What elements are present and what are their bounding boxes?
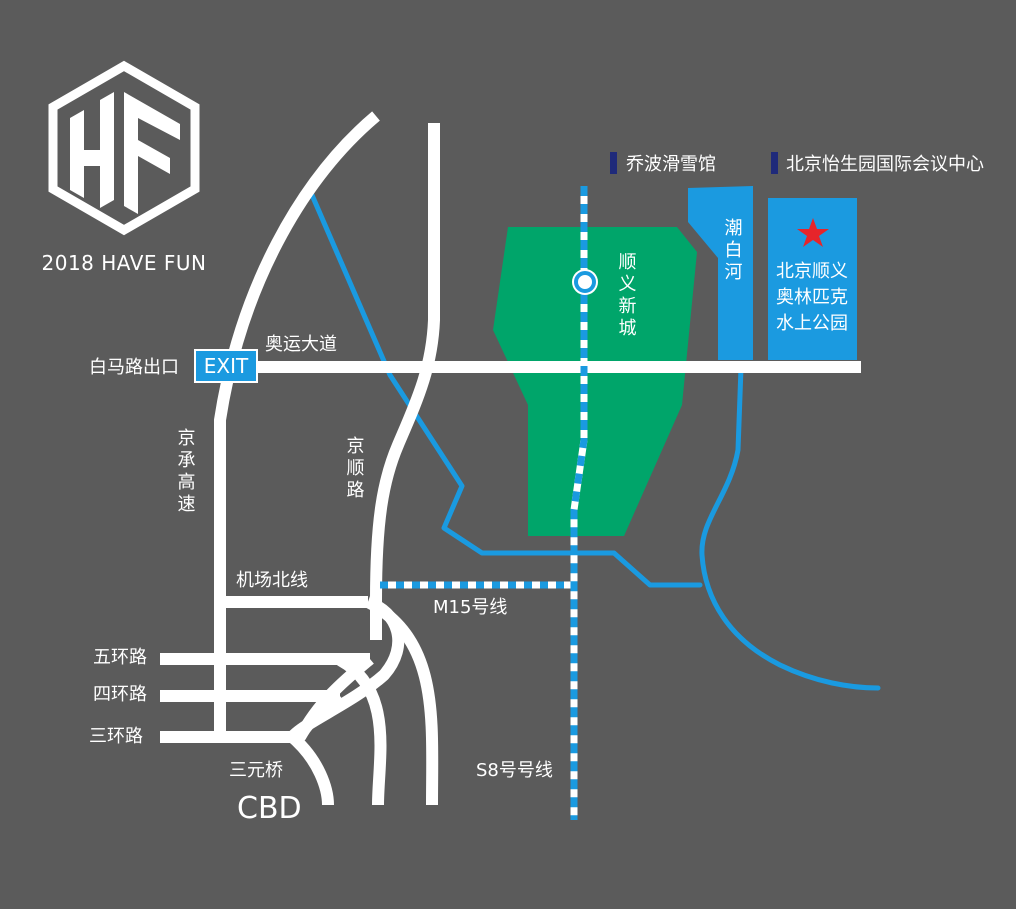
s8-line-dash	[570, 186, 588, 820]
legend-label-ski: 乔波滑雪馆	[626, 154, 716, 175]
chaobai-river-line	[699, 365, 881, 691]
jingshun-road	[370, 123, 440, 640]
airport-north-label: 机场北线	[236, 570, 308, 591]
fourth-ring-label: 四环路	[93, 684, 147, 705]
legend-label-conference: 北京怡生园国际会议中心	[786, 154, 984, 175]
jingshun-label: 京顺路	[344, 436, 365, 502]
west-river	[309, 192, 703, 588]
cbd-label: CBD	[237, 791, 302, 826]
fifth-ring-label: 五环路	[93, 647, 147, 668]
olympic-avenue-label: 奥运大道	[265, 334, 337, 355]
station-label: 顺义新城	[616, 252, 637, 340]
cbd-curve-arc-1	[365, 596, 439, 806]
m15-label: M15号线	[433, 597, 507, 618]
venue-line-1: 北京顺义	[776, 261, 848, 282]
shunyi-station-marker-ring	[574, 271, 596, 293]
cbd-curve-arc-3	[286, 730, 334, 806]
baima-exit-label: 白马路出口	[89, 357, 179, 378]
third-ring-label: 三环路	[89, 726, 143, 747]
legend-marker-conference	[771, 152, 778, 174]
sanyuan-bridge-label: 三元桥	[229, 760, 283, 781]
metro-lines	[380, 186, 588, 820]
venue-line-2: 奥林匹克	[776, 287, 848, 308]
cbd-connector-b	[292, 691, 344, 743]
chaobai-river-block	[688, 186, 753, 360]
chaobai-river-label: 潮白河	[722, 218, 743, 284]
roads	[160, 111, 861, 806]
jingcheng-label: 京承高速	[175, 428, 196, 516]
venue-line-3: 水上公园	[776, 313, 848, 334]
jingcheng-expressway-road	[214, 111, 380, 738]
exit-sign-label: EXIT	[204, 354, 249, 378]
brand-tagline: 2018 HAVE FUN	[42, 251, 207, 275]
star-icon	[797, 218, 829, 247]
rivers	[309, 192, 881, 691]
s8-label: S8号号线	[476, 760, 553, 781]
hexagon-hf-logo	[48, 60, 200, 236]
shunyi-new-town-area	[493, 227, 697, 536]
legend-marker-ski	[610, 152, 617, 174]
exit-sign	[194, 349, 258, 383]
